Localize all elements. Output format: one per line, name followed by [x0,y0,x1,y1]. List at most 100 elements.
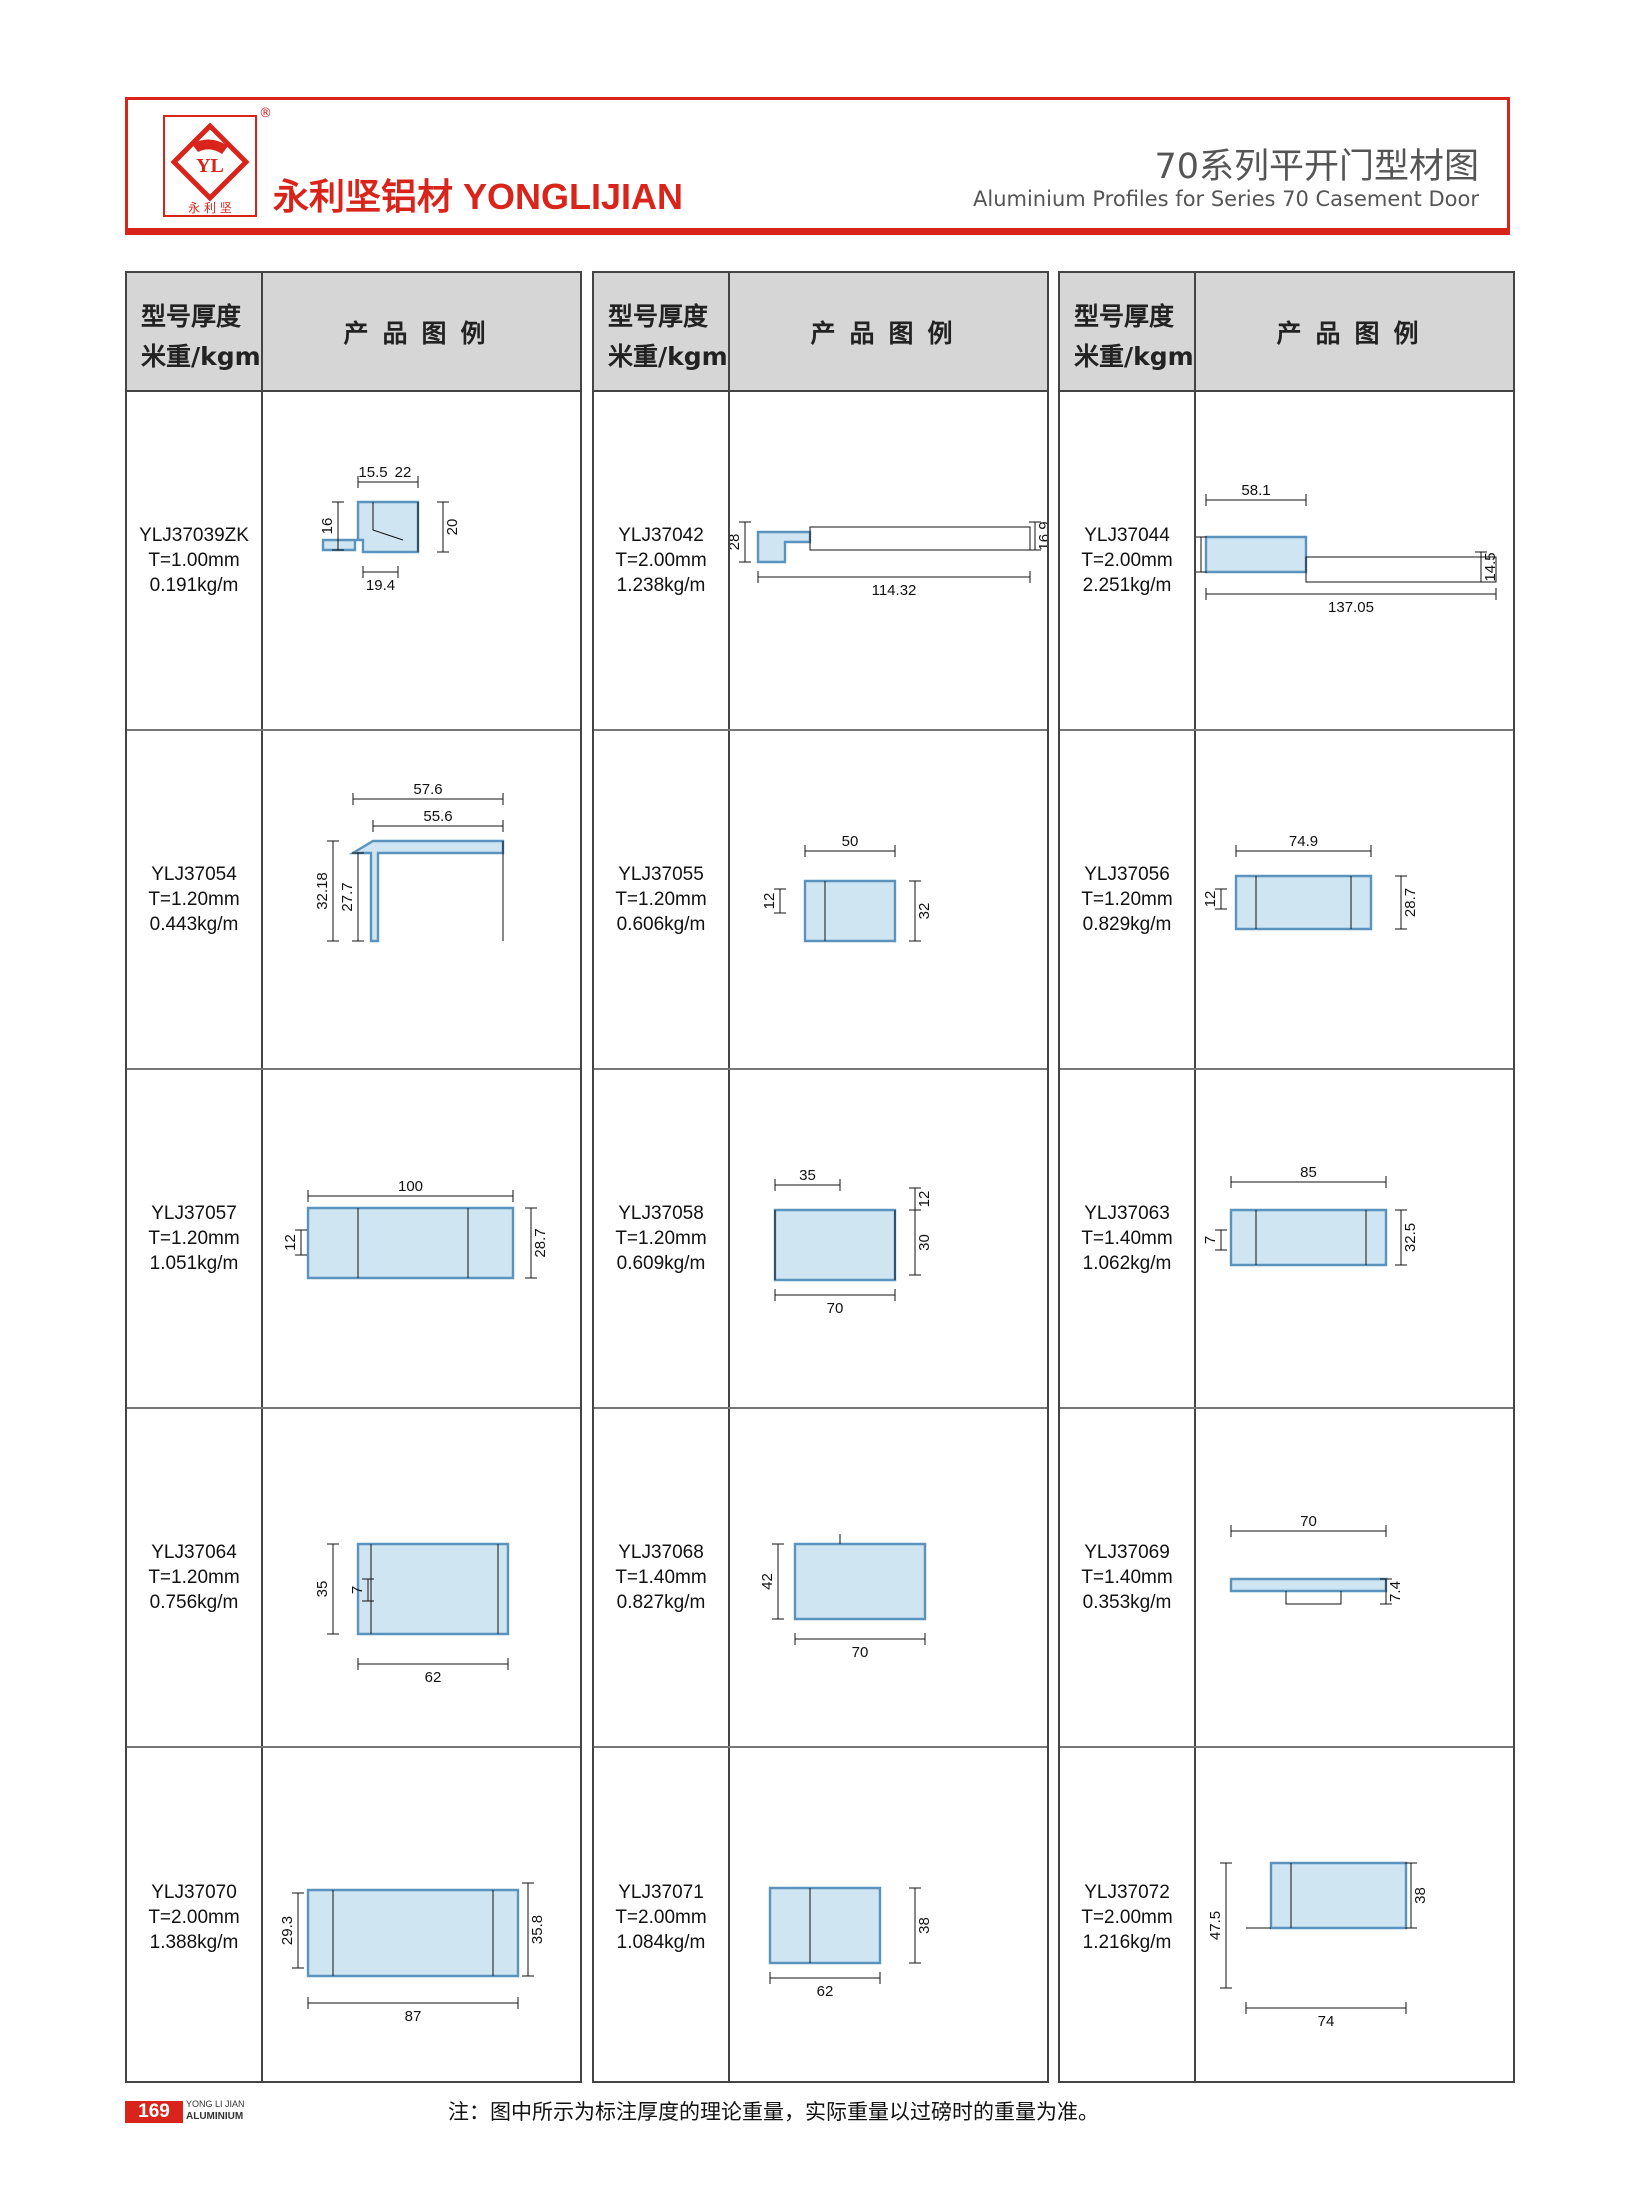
header-spec-line1: 型号厚度 [1074,302,1175,331]
profile-outline [348,839,505,943]
logo-mark: YL [196,155,224,177]
footer-note: 注：图中所示为标注厚度的理论重量，实际重量以过磅时的重量为准。 [448,2100,1099,2124]
dimension-label: 70 [827,1300,844,1317]
profile-outline [1204,535,1308,574]
model-number: YLJ37055 [618,864,704,885]
header-spec-cell: 型号厚度米重/kgm [127,273,263,390]
dimension-label: 14.5 [1482,552,1499,581]
dimension-label: 35.8 [529,1915,546,1944]
model-number: YLJ37057 [151,1203,237,1224]
wall-thickness: T=1.40mm [1081,1228,1173,1249]
profile-outline [306,1206,515,1280]
profile-detail [1255,1210,1367,1265]
weight-per-meter: 0.191kg/m [149,575,239,596]
profile-detail [1305,556,1497,583]
model-number: YLJ37064 [151,1542,237,1563]
dimension-label: 12 [1202,891,1219,908]
weight-per-meter: 0.827kg/m [616,1592,706,1613]
header-spec-line2: 米重/kgm [608,342,728,371]
dimension-label: 74.9 [1289,833,1318,850]
dimension-label: 70 [1300,1513,1317,1530]
registered-mark: ® [259,106,272,121]
model-number: YLJ37042 [618,525,704,546]
page-header: YL 永 利 坚 ® 永利坚铝材 YONGLIJIAN 70系列平开门型材图 A… [125,97,1510,235]
spec-column-divider [594,273,730,2081]
weight-per-meter: 1.216kg/m [1082,1932,1172,1953]
profile-detail [1246,1863,1292,1929]
weight-per-meter: 1.051kg/m [149,1253,239,1274]
dimension-label: 28 [730,534,743,551]
dimension-label: 32 [916,903,933,920]
dimension-label: 62 [817,1983,834,2000]
wall-thickness: T=1.20mm [615,1228,707,1249]
dimension-label: 27.7 [339,882,356,911]
header-image-label: 产品图例 [1276,318,1433,348]
profile-section-svg: 28 16.9 114.32 [726,521,1053,599]
model-number: YLJ37069 [1084,1542,1170,1563]
wall-thickness: T=1.20mm [148,1228,240,1249]
dimension-label: 100 [398,1178,423,1195]
profile-outline [793,1542,927,1621]
dimension-label: 35 [1196,546,1199,563]
wall-thickness: T=1.40mm [1081,1567,1173,1588]
dimension-label: 114.32 [872,582,917,599]
profile-outline [773,1208,897,1282]
profile-detail [809,526,1031,551]
weight-per-meter: 1.388kg/m [149,1932,239,1953]
dimension-label: 30 [916,1234,933,1251]
model-number: YLJ37058 [618,1203,704,1224]
header-spec-line2: 米重/kgm [1074,342,1194,371]
weight-per-meter: 0.609kg/m [616,1253,706,1274]
dimension-label: 35 [799,1167,816,1184]
wall-thickness: T=2.00mm [1081,1907,1173,1928]
profile-detail [1255,876,1352,929]
page-subtitle: Aluminium Profiles for Series 70 Casemen… [973,187,1479,211]
dimension-label: 16 [319,518,336,535]
dimension-label: 19.4 [366,577,395,594]
dimension-label: 16.9 [1036,521,1047,550]
dimension-label: 85 [1300,1164,1317,1181]
dimension-label: 12 [761,893,778,910]
wall-thickness: T=1.20mm [1081,889,1173,910]
model-number: YLJ37039ZK [139,525,249,546]
dimension-label: 70 [852,1644,869,1661]
footer-brand-line1: YONG LI JIAN [186,2099,245,2109]
dimension-label: 20 [444,519,461,536]
header-image-cell: 产品图例 [263,273,580,390]
model-number: YLJ37071 [618,1882,704,1903]
model-number: YLJ37070 [151,1882,237,1903]
dimension-label: 15.5 [358,464,387,481]
